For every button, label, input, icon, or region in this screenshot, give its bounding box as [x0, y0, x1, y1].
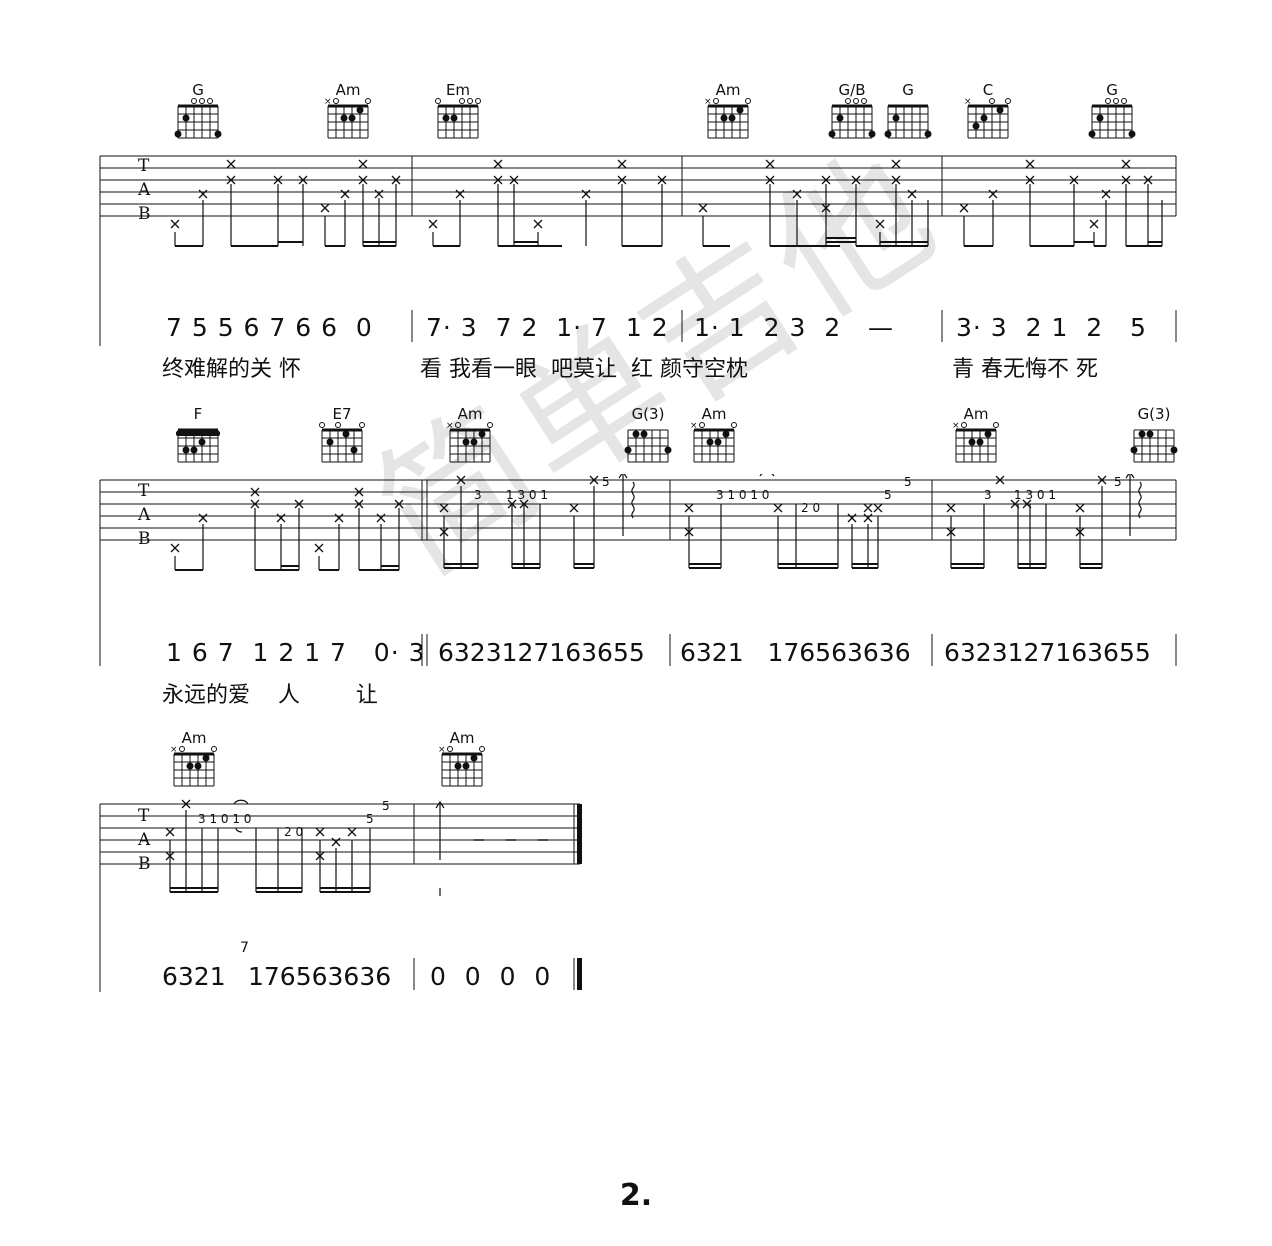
jianpu-measure: 7· 3 7 2 1· 7 1 2	[426, 313, 669, 342]
chord-name: F	[193, 405, 203, 423]
chord-grid-icon	[1130, 429, 1178, 463]
lyric-line: 终难解的关 怀	[162, 357, 301, 382]
svg-text:×: ×	[438, 746, 446, 755]
tab-label-t: T	[138, 481, 150, 501]
tab-staff: 3 1 0 1 0 2 0 55	[99, 799, 582, 992]
chord-name: Am	[457, 405, 483, 423]
chord-name: G(3)	[1137, 405, 1171, 423]
tab-label-a: A	[138, 180, 151, 200]
chord-diagram: E7	[312, 406, 372, 466]
svg-text:×: ×	[170, 746, 178, 755]
chord-diagram: G/B	[822, 82, 882, 142]
chord-name: Am	[715, 81, 741, 99]
chord-diagram: G(3)	[1124, 406, 1184, 466]
chord-name: C	[982, 81, 994, 99]
jianpu-measure: 1· 1 2 3 2 —	[694, 313, 894, 342]
chord-grid-icon	[174, 98, 222, 139]
chord-name: Am	[449, 729, 475, 747]
chord-name: Em	[445, 81, 471, 99]
chord-grid-icon: ×	[324, 98, 371, 139]
jianpu-measure: 7 5 5 6 7 6 6 0	[166, 313, 373, 342]
svg-text:5: 5	[382, 799, 390, 813]
tab-label-t: T	[138, 156, 150, 176]
chord-name: E7	[332, 405, 352, 423]
jianpu-measure: 176563636	[248, 962, 392, 991]
lyric-line: 青 春无悔不 死	[952, 357, 1098, 382]
svg-text:3 1 0 1 0: 3 1 0 1 0	[198, 812, 251, 826]
jianpu-measure: 3· 3 2 1 2 5	[956, 313, 1147, 342]
chord-diagram: Am ×	[318, 82, 378, 142]
chord-diagram: F	[168, 406, 228, 466]
chord-grid-icon: ×	[170, 746, 217, 787]
chord-grid-icon: ×	[690, 422, 737, 463]
svg-text:×: ×	[952, 422, 960, 431]
chord-grid-icon	[1088, 98, 1136, 139]
svg-text:3 1 0 1 0: 3 1 0 1 0	[716, 488, 769, 502]
svg-text:1 3 0 1: 1 3 0 1	[506, 488, 548, 502]
chord-name: Am	[335, 81, 361, 99]
lyric-line: 看 我看一眼 吧莫让 红 颜守空枕	[420, 357, 748, 382]
chord-diagram: G(3)	[618, 406, 678, 466]
tab-label-b: B	[138, 204, 151, 224]
chord-diagram: G	[168, 82, 228, 142]
chord-grid-icon	[828, 98, 876, 139]
tab-label-a: A	[138, 505, 151, 525]
chord-diagram: Am ×	[164, 730, 224, 790]
tab-staff	[99, 155, 1177, 346]
svg-text:×: ×	[446, 422, 454, 431]
svg-text:5: 5	[602, 475, 610, 489]
svg-text:5: 5	[366, 812, 374, 826]
chord-grid-icon	[884, 104, 932, 139]
chord-diagram: Em	[428, 82, 488, 142]
jianpu-measure: 6321	[162, 962, 226, 991]
chord-grid-icon: ×	[438, 746, 485, 787]
svg-text:2 0: 2 0	[284, 825, 303, 839]
svg-text:5: 5	[904, 475, 912, 489]
chord-name: Am	[181, 729, 207, 747]
chord-diagram: Am ×	[684, 406, 744, 466]
chord-grid-icon: ×	[446, 422, 493, 463]
tab-label-b: B	[138, 529, 151, 549]
jianpu-measure: 6323127163655	[944, 638, 1151, 667]
chord-diagram: G	[1082, 82, 1142, 142]
chord-diagram: Am ×	[698, 82, 758, 142]
chord-grid-icon	[176, 428, 220, 463]
jianpu-measure: 1 6 7 1 2 1 7 0· 3	[166, 638, 426, 667]
svg-text:2 0: 2 0	[801, 501, 820, 515]
chord-grid-icon: ×	[952, 422, 999, 463]
grace-note: 7	[240, 940, 249, 956]
chord-name: Am	[963, 405, 989, 423]
svg-text:5: 5	[1114, 475, 1122, 489]
svg-text:3: 3	[984, 488, 992, 502]
jianpu-measure: 0 0 0 0	[430, 962, 552, 991]
svg-text:5: 5	[884, 488, 892, 502]
chord-grid-icon: ×	[964, 98, 1011, 139]
svg-text:1 3 0 1: 1 3 0 1	[1014, 488, 1056, 502]
svg-text:×: ×	[690, 422, 698, 431]
page-number: 2.	[619, 1178, 653, 1213]
chord-grid-icon	[319, 422, 365, 463]
chord-name: Am	[701, 405, 727, 423]
chord-grid-icon	[624, 429, 672, 463]
jianpu-measure: 6321 176563636	[680, 638, 911, 667]
chord-name: G(3)	[631, 405, 665, 423]
chord-grid-icon	[435, 98, 481, 139]
chord-name: G	[1106, 81, 1118, 99]
chord-diagram: Am ×	[440, 406, 500, 466]
jianpu-measure: 6323127163655	[438, 638, 645, 667]
svg-text:3: 3	[474, 488, 482, 502]
chord-name: G	[192, 81, 204, 99]
svg-text:×: ×	[324, 98, 332, 107]
chord-diagram: Am ×	[946, 406, 1006, 466]
lyric-line: 永远的爱 人 让	[162, 683, 378, 708]
chord-diagram: Am ×	[432, 730, 492, 790]
chord-name: G/B	[838, 81, 866, 99]
chord-diagram: G	[878, 82, 938, 142]
svg-text:×: ×	[964, 98, 972, 107]
chord-diagram: C ×	[958, 82, 1018, 142]
svg-text:×: ×	[704, 98, 712, 107]
chord-name: G	[902, 81, 914, 99]
chord-grid-icon: ×	[704, 98, 751, 139]
